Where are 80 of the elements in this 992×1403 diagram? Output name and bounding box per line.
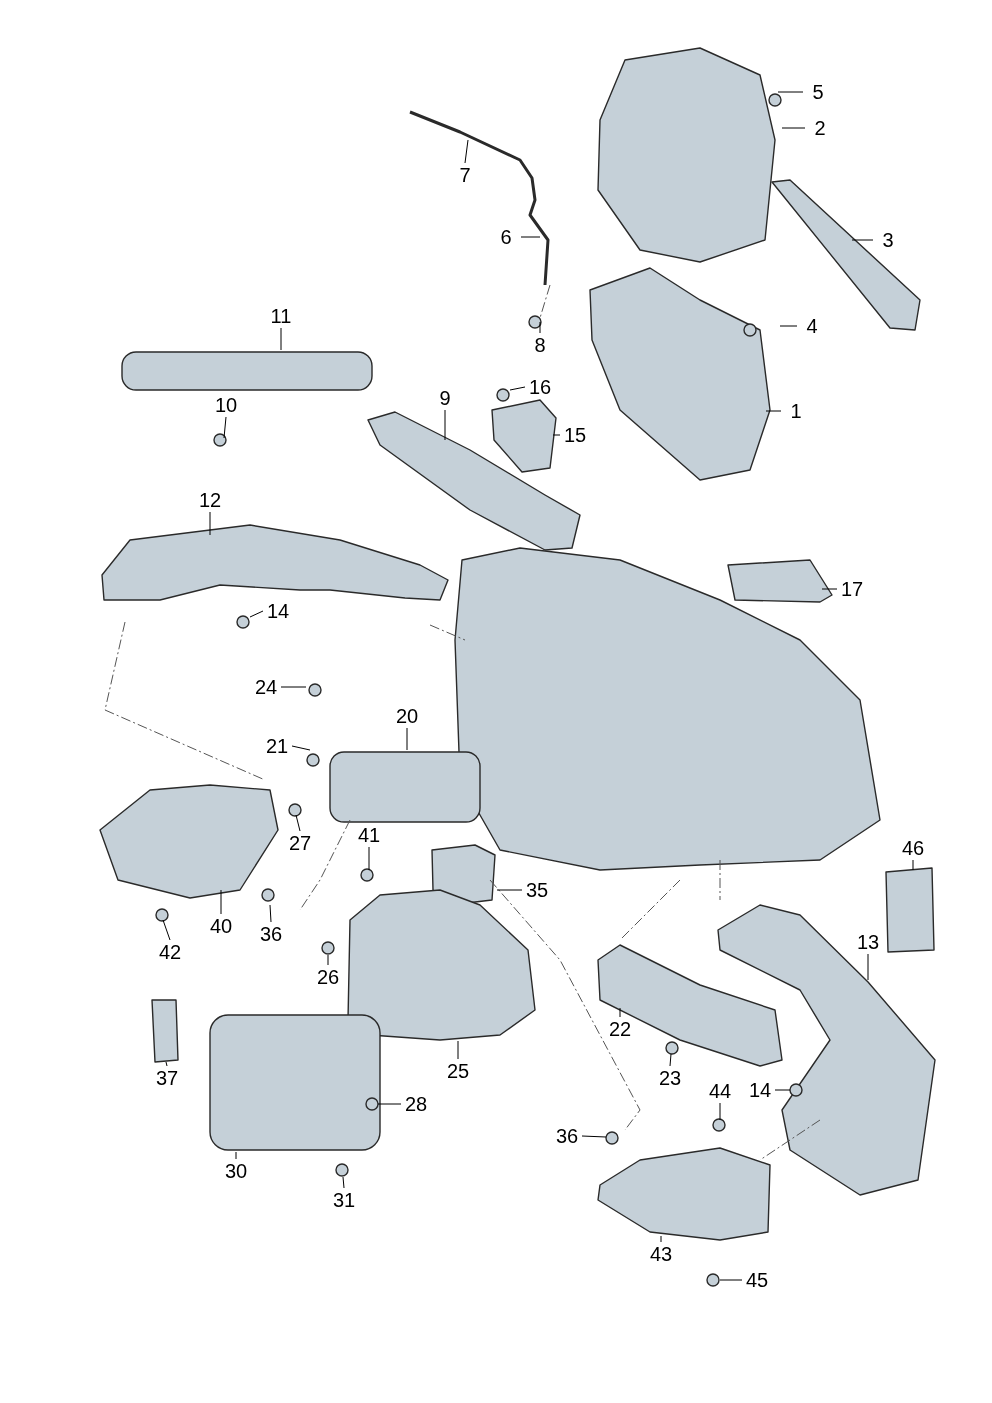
callout-number: 30 [222,1160,250,1182]
leader-line [368,846,370,871]
leader-line [377,1103,402,1105]
callout-number: 44 [706,1080,734,1102]
leader-line [539,321,541,334]
callout-number: 17 [838,578,866,600]
leader-line [851,239,874,241]
leader-line [781,127,806,129]
callout-number: 43 [647,1243,675,1265]
callout-number: 12 [196,489,224,511]
callout-number: 36 [553,1125,581,1147]
callout-number: 14 [264,600,292,622]
callout-number: 23 [656,1067,684,1089]
callout-number: 8 [526,334,554,356]
callout-number: 36 [257,923,285,945]
leader-line [821,588,838,590]
leader-line [765,410,782,412]
callout-number: 25 [444,1060,472,1082]
callout-number: 13 [854,931,882,953]
callout-number: 26 [314,966,342,988]
leader-line [464,139,469,164]
callout-number: 22 [606,1018,634,1040]
leader-line [912,859,914,871]
callout-number: 46 [899,837,927,859]
callout-number: 15 [561,424,589,446]
callout-number: 10 [212,394,240,416]
callout-number: 35 [523,879,551,901]
callout-number: 45 [743,1269,771,1291]
callout-number: 24 [252,676,280,698]
leader-line [520,236,541,238]
leader-line [249,610,264,618]
callout-number: 4 [798,315,826,337]
callout-number: 2 [806,117,834,139]
leader-line [280,327,282,351]
leader-line [209,511,211,536]
callout-number: 20 [393,705,421,727]
callout-number: 3 [874,229,902,251]
leader-line [777,91,804,93]
callout-number: 21 [263,735,291,757]
leader-line [619,1007,621,1018]
callout-number: 40 [207,915,235,937]
leader-line [867,953,869,981]
leader-line [342,1176,345,1189]
leader-line [269,904,272,923]
leader-line [719,1279,743,1281]
callout-number: 14 [746,1079,774,1101]
callout-number: 16 [526,376,554,398]
callout-number: 5 [804,81,832,103]
callout-number: 37 [153,1067,181,1089]
leader-line [719,1102,721,1121]
callout-number: 1 [782,400,810,422]
callout-number: 27 [286,832,314,854]
leader-line [457,1040,459,1060]
leader-line [223,416,227,439]
leader-line [165,1061,168,1067]
leader-line [406,727,408,751]
leader-line [552,434,561,436]
leader-line [779,325,798,327]
callout-number: 7 [451,164,479,186]
leader-line [280,686,307,688]
callout-number: 41 [355,824,383,846]
leader-line [444,409,446,441]
leader-line [660,1235,662,1243]
leader-line [327,954,329,966]
leader-line [291,745,311,751]
leader-line [235,1151,237,1160]
leader-line [509,386,526,391]
callout-number: 28 [402,1093,430,1115]
leader-line [220,889,222,915]
callout-number: 9 [431,387,459,409]
leader-line [669,1053,672,1067]
leader-line [496,889,523,891]
callout-number: 11 [267,305,295,327]
callout-number: 42 [156,941,184,963]
leader-line [581,1135,607,1138]
leader-line [162,919,171,941]
callout-number: 6 [492,226,520,248]
callout-number: 31 [330,1189,358,1211]
leader-line [774,1089,791,1091]
leader-line [295,814,301,832]
